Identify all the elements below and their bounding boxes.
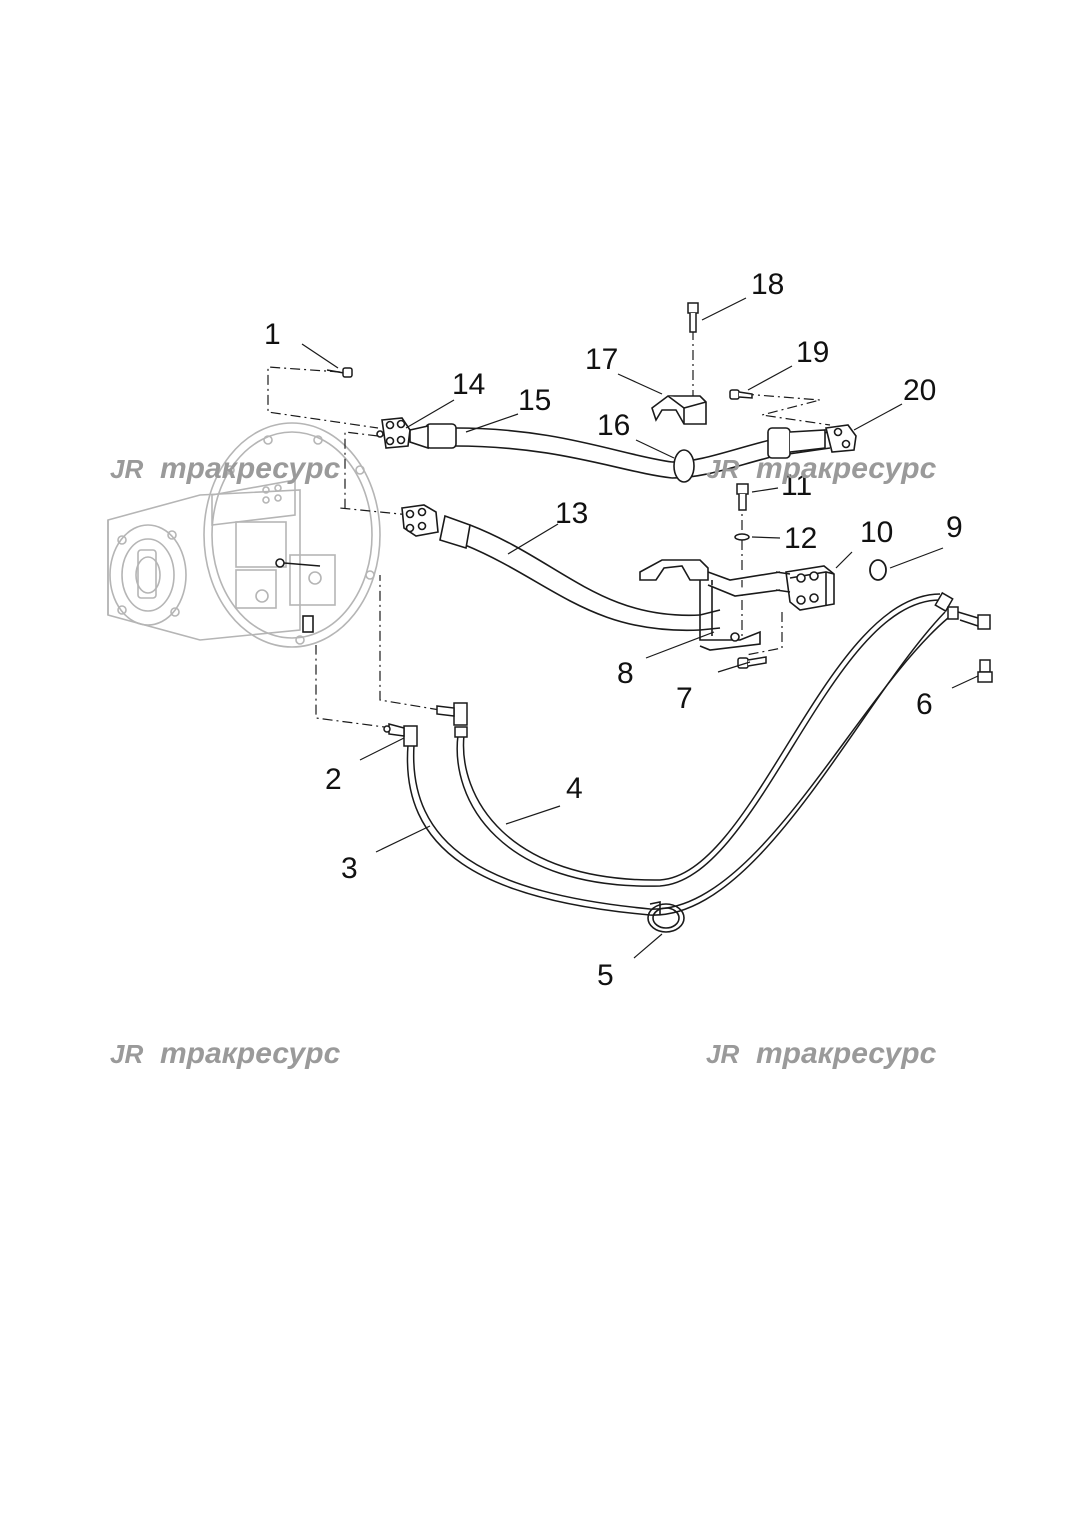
callout-3: 3 <box>341 852 358 885</box>
bolt-part-7 <box>737 656 767 669</box>
callout-1: 1 <box>264 318 281 351</box>
callout-2: 2 <box>325 763 342 796</box>
bracket-part-8 <box>639 559 781 651</box>
watermark-bottom-left: JR тракресурс <box>110 1037 341 1070</box>
clamp-block-part-17 <box>651 395 707 425</box>
bolt-part-11 <box>736 483 749 511</box>
pump-assembly-ghost <box>107 422 381 648</box>
callout-13: 13 <box>555 497 588 530</box>
flange-part-14 <box>376 417 411 449</box>
thin-hose-part-4 <box>456 593 941 887</box>
callout-10: 10 <box>860 516 893 549</box>
bolt-part-1 <box>326 367 353 378</box>
callout-4: 4 <box>566 772 583 805</box>
callout-14: 14 <box>452 368 485 401</box>
pump-fittings <box>275 558 321 633</box>
upper-hose-part-15 <box>409 423 673 479</box>
callout-19: 19 <box>796 336 829 369</box>
callout-12: 12 <box>784 522 817 555</box>
callout-7: 7 <box>676 682 693 715</box>
callout-16: 16 <box>597 409 630 442</box>
callout-20: 20 <box>903 374 936 407</box>
thin-hose-part-3 <box>406 611 949 916</box>
callouts: 1 2 3 4 5 6 7 8 9 10 11 12 13 14 15 16 1… <box>264 268 963 992</box>
clamp-ring-part-16 <box>671 427 831 483</box>
bolt-part-19 <box>729 389 753 400</box>
watermark-text: тракресурс <box>756 1037 937 1070</box>
block-part-10 <box>775 565 835 611</box>
middle-hose-part-13 <box>439 514 721 632</box>
watermark-logo: JR <box>110 454 143 484</box>
hose-fittings <box>383 591 993 747</box>
bolt-part-18 <box>687 302 699 333</box>
watermark-top-left: JR тракресурс <box>110 452 341 485</box>
watermark-logo: JR <box>706 454 739 484</box>
watermark-text: тракресурс <box>160 1037 341 1070</box>
callout-11: 11 <box>781 469 812 502</box>
hose-clamp-part-5 <box>647 901 685 933</box>
phantom-lines <box>267 330 831 729</box>
watermark-bottom-right: JR тракресурс <box>706 1037 937 1070</box>
callout-6: 6 <box>916 688 933 721</box>
flange-part-13 <box>401 504 439 537</box>
watermark-top-right: JR тракресурс <box>706 452 937 485</box>
o-ring-part-9 <box>869 559 887 581</box>
watermark-text: тракресурс <box>756 452 937 485</box>
callout-17: 17 <box>585 343 618 376</box>
callout-15: 15 <box>518 384 551 417</box>
flange-part-20 <box>825 424 857 453</box>
leader-lines <box>301 297 979 959</box>
callout-9: 9 <box>946 511 963 544</box>
callout-18: 18 <box>751 268 784 301</box>
watermark-logo: JR <box>110 1039 143 1069</box>
watermark-text: тракресурс <box>160 452 341 485</box>
watermark-logo: JR <box>706 1039 739 1069</box>
callout-5: 5 <box>597 959 614 992</box>
washer-part-12 <box>734 533 750 541</box>
callout-8: 8 <box>617 657 634 690</box>
